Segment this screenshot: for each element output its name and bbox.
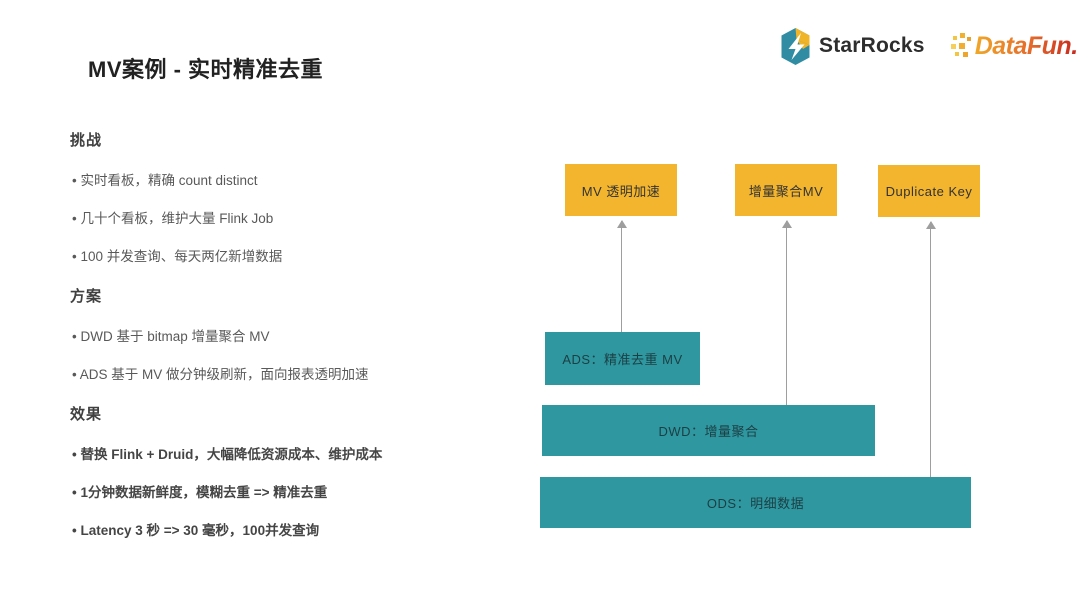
diagram-box-duplicate-key: Duplicate Key — [878, 165, 980, 217]
starrocks-logo-icon — [781, 27, 810, 65]
datafun-logo: DataFun. — [950, 31, 1078, 61]
diagram-box-incremental-agg-mv: 增量聚合MV — [735, 164, 837, 216]
key-points-column: 挑战 实时看板，精确 count distinct 几十个看板，维护大量 Fli… — [70, 131, 490, 539]
starrocks-logo: StarRocks — [780, 27, 925, 66]
solution-bullet: ADS 基于 MV 做分钟级刷新，面向报表透明加速 — [70, 367, 490, 383]
section-title-challenge: 挑战 — [70, 132, 103, 149]
arrow-dwd-to-inc-icon — [781, 220, 792, 405]
logo-bar: StarRocks DataFun. — [780, 24, 1078, 68]
solution-bullet: DWD 基于 bitmap 增量聚合 MV — [70, 329, 490, 345]
result-bullet: 替换 Flink + Druid，大幅降低资源成本、维护成本 — [70, 447, 490, 463]
challenge-bullet: 实时看板，精确 count distinct — [70, 173, 490, 189]
section-title-result: 效果 — [70, 406, 103, 423]
diagram-box-mv-transparent-accel: MV 透明加速 — [565, 164, 677, 216]
result-bullet: Latency 3 秒 => 30 毫秒，100并发查询 — [70, 523, 490, 539]
arrow-ads-to-mv-icon — [616, 220, 627, 332]
page-title: MV案例 - 实时精准去重 — [88, 57, 324, 82]
diagram-box-ads-layer: ADS：精准去重 MV — [545, 332, 700, 385]
starrocks-logo-text: StarRocks — [819, 34, 925, 57]
datafun-logo-text: DataFun. — [974, 31, 1078, 60]
diagram-box-dwd-layer: DWD：增量聚合 — [542, 405, 875, 456]
datafun-dots-icon — [950, 33, 973, 59]
section-title-solution: 方案 — [70, 288, 103, 305]
challenge-bullet: 几十个看板，维护大量 Flink Job — [70, 211, 490, 227]
arrow-ods-to-dup-icon — [925, 221, 936, 477]
challenge-bullet: 100 并发查询、每天两亿新增数据 — [70, 249, 490, 265]
result-bullet: 1分钟数据新鲜度，模糊去重 => 精准去重 — [70, 485, 490, 501]
diagram-box-ods-layer: ODS：明细数据 — [540, 477, 971, 528]
